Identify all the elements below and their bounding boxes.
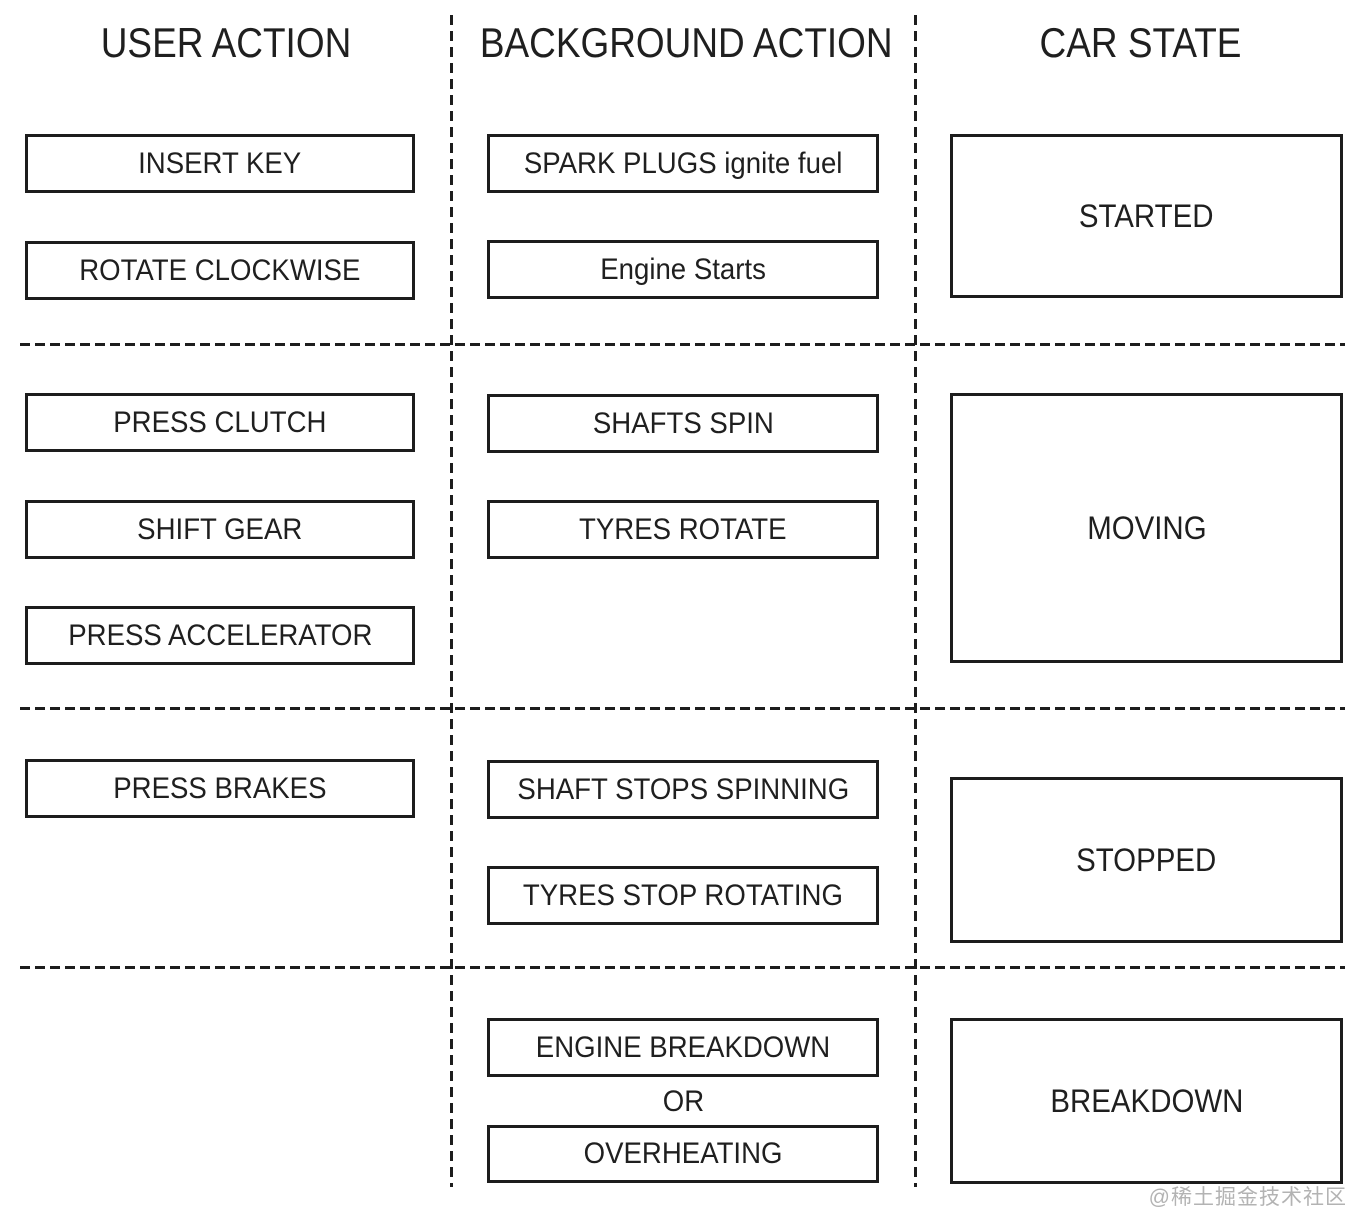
box-spark-plugs-label: SPARK PLUGS ignite fuel — [523, 146, 843, 180]
box-state-started: STARTED — [950, 134, 1343, 298]
column-header-car-state: CAR STATE — [1039, 19, 1242, 66]
box-tyres-rotate-label: TYRES ROTATE — [579, 512, 787, 546]
box-state-stopped: STOPPED — [950, 777, 1343, 943]
box-insert-key: INSERT KEY — [25, 134, 415, 193]
box-press-clutch-label: PRESS CLUTCH — [113, 405, 327, 439]
box-overheating: OVERHEATING — [487, 1125, 879, 1183]
box-press-brakes: PRESS BRAKES — [25, 759, 415, 818]
box-state-started-label: STARTED — [1079, 197, 1214, 234]
box-press-clutch: PRESS CLUTCH — [25, 393, 415, 452]
box-tyres-stop-rotating-label: TYRES STOP ROTATING — [522, 878, 843, 912]
box-state-moving: MOVING — [950, 393, 1343, 663]
box-tyres-stop-rotating: TYRES STOP ROTATING — [487, 866, 879, 925]
or-connector-label: OR — [662, 1085, 704, 1118]
row-divider-2 — [20, 707, 1345, 710]
box-engine-breakdown-label: ENGINE BREAKDOWN — [535, 1030, 831, 1064]
box-engine-starts-label: Engine Starts — [600, 252, 766, 286]
box-engine-starts: Engine Starts — [487, 240, 879, 299]
box-shaft-stops-spinning: SHAFT STOPS SPINNING — [487, 760, 879, 819]
box-overheating-label: OVERHEATING — [583, 1137, 783, 1170]
box-shift-gear-label: SHIFT GEAR — [137, 512, 303, 546]
box-state-breakdown-label: BREAKDOWN — [1049, 1082, 1243, 1119]
box-press-brakes-label: PRESS BRAKES — [113, 771, 327, 805]
row-divider-3 — [20, 966, 1345, 969]
row-divider-1 — [20, 343, 1345, 346]
box-spark-plugs: SPARK PLUGS ignite fuel — [487, 134, 879, 193]
box-shift-gear: SHIFT GEAR — [25, 500, 415, 559]
box-rotate-clockwise-label: ROTATE CLOCKWISE — [79, 253, 361, 287]
box-state-stopped-label: STOPPED — [1076, 841, 1217, 878]
box-shafts-spin-label: SHAFTS SPIN — [592, 406, 774, 440]
box-rotate-clockwise: ROTATE CLOCKWISE — [25, 241, 415, 300]
watermark: @稀土掘金技术社区 — [1148, 1186, 1347, 1208]
box-insert-key-label: INSERT KEY — [138, 146, 302, 180]
column-divider-1 — [450, 15, 453, 1187]
box-state-breakdown: BREAKDOWN — [950, 1018, 1343, 1184]
column-header-user-action: USER ACTION — [100, 19, 352, 66]
box-shafts-spin: SHAFTS SPIN — [487, 394, 879, 453]
box-engine-breakdown: ENGINE BREAKDOWN — [487, 1018, 879, 1077]
box-state-moving-label: MOVING — [1086, 509, 1207, 546]
column-header-background-action: BACKGROUND ACTION — [479, 19, 893, 66]
column-divider-2 — [914, 15, 917, 1187]
box-shaft-stops-spinning-label: SHAFT STOPS SPINNING — [517, 772, 849, 806]
or-connector: OR — [487, 1080, 879, 1124]
box-press-accelerator: PRESS ACCELERATOR — [25, 606, 415, 665]
box-press-accelerator-label: PRESS ACCELERATOR — [67, 618, 373, 652]
box-tyres-rotate: TYRES ROTATE — [487, 500, 879, 559]
